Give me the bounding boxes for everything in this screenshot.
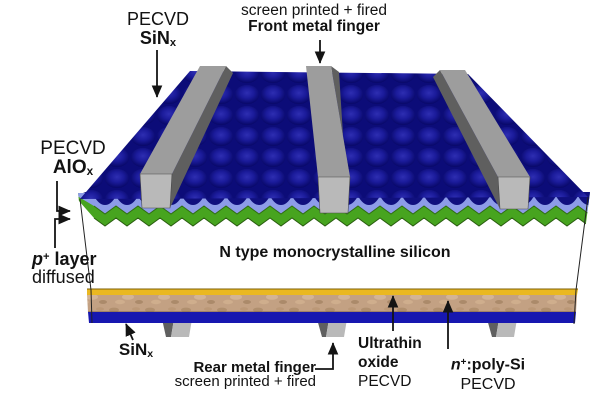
label-oxide-line2: oxide [358,354,399,371]
label-front-finger-line2: Front metal finger [248,18,380,35]
rear-finger-2-body [326,319,347,337]
rear-metal-finger-2 [317,319,347,337]
arrow-rear-finger [315,342,339,370]
label-p-layer-line2: diffused [32,266,95,287]
rear-finger-1-bevel [162,319,174,337]
front-finger-1-side [170,66,233,208]
label-p-layer: p+ layer diffused [32,249,162,286]
arrow-alox [56,181,71,217]
poly-si-layer [87,295,577,312]
p-sup: + [43,251,50,263]
front-sinx-sub: x [169,37,177,49]
label-rear-finger-line1: Rear metal finger [193,359,316,376]
front-sinx-name: SiN [139,28,170,48]
label-alox: PECVD AlOx [18,139,128,181]
arrow-p-layer [54,213,71,248]
label-p-layer-line1: p+ layer [32,249,162,269]
p-symbol: p [32,249,43,270]
arrow-rear-sinx [125,323,136,341]
rear-sinx-name: SiN [118,340,148,359]
front-finger-3-front [497,176,531,210]
alox-name: AlO [52,157,87,178]
n-symbol: n [450,356,461,374]
n-sup: + [460,357,467,368]
label-front-sinx-line2: SiNx [98,29,218,53]
front-finger-1-front [139,173,173,209]
rear-finger-3-body [496,319,517,337]
label-alox-line2: AlOx [18,158,128,181]
label-oxide: Ultrathin oxide PECVD [358,334,454,391]
front-finger-2-top [306,66,350,177]
label-poly-si: n+:poly-Si PECVD [427,353,549,394]
label-rear-finger-line2: screen printed + fired [174,372,316,390]
front-metal-finger-3 [433,70,531,210]
label-poly-line2: PECVD [460,375,516,393]
label-front-sinx-line1: PECVD [126,9,189,29]
rear-finger-1-body [171,319,192,337]
front-metal-finger-2 [306,66,351,214]
rear-sinx-sub: x [147,347,154,360]
front-finger-2-front [317,176,351,214]
oxide-layer-band [87,289,578,295]
alox-sub: x [86,165,94,179]
rear-metal-finger-3 [487,319,517,337]
n-rest: :poly-Si [466,356,526,374]
p-rest: layer [49,249,97,270]
p-layer-bottom-edge [93,217,590,227]
label-bulk-silicon: N type monocrystalline silicon [219,244,451,261]
label-front-finger: screen printed + fired Front metal finge… [214,3,414,35]
label-front-sinx: PECVD SiNx [98,10,218,53]
label-poly-line1: n+:poly-Si [427,353,549,375]
rear-sinx-layer [88,312,576,323]
rear-finger-2-bevel [317,319,329,337]
label-alox-line1: PECVD [40,138,106,159]
edge-right-line [573,196,589,325]
label-oxide-line3: PECVD [358,373,412,390]
front-finger-1-top [140,66,226,174]
edge-left-line [79,198,93,324]
front-finger-3-side [433,70,500,209]
front-finger-3-top [440,70,530,177]
front-metal-finger-1 [139,66,233,209]
label-rear-finger: Rear metal finger screen printed + fired [148,359,316,390]
label-rear-sinx: SiNx [104,340,168,361]
label-oxide-line1: Ultrathin [358,335,422,352]
rear-finger-3-bevel [487,319,499,337]
rear-metal-finger-1 [162,319,192,337]
label-front-finger-line1: screen printed + fired [240,2,388,19]
